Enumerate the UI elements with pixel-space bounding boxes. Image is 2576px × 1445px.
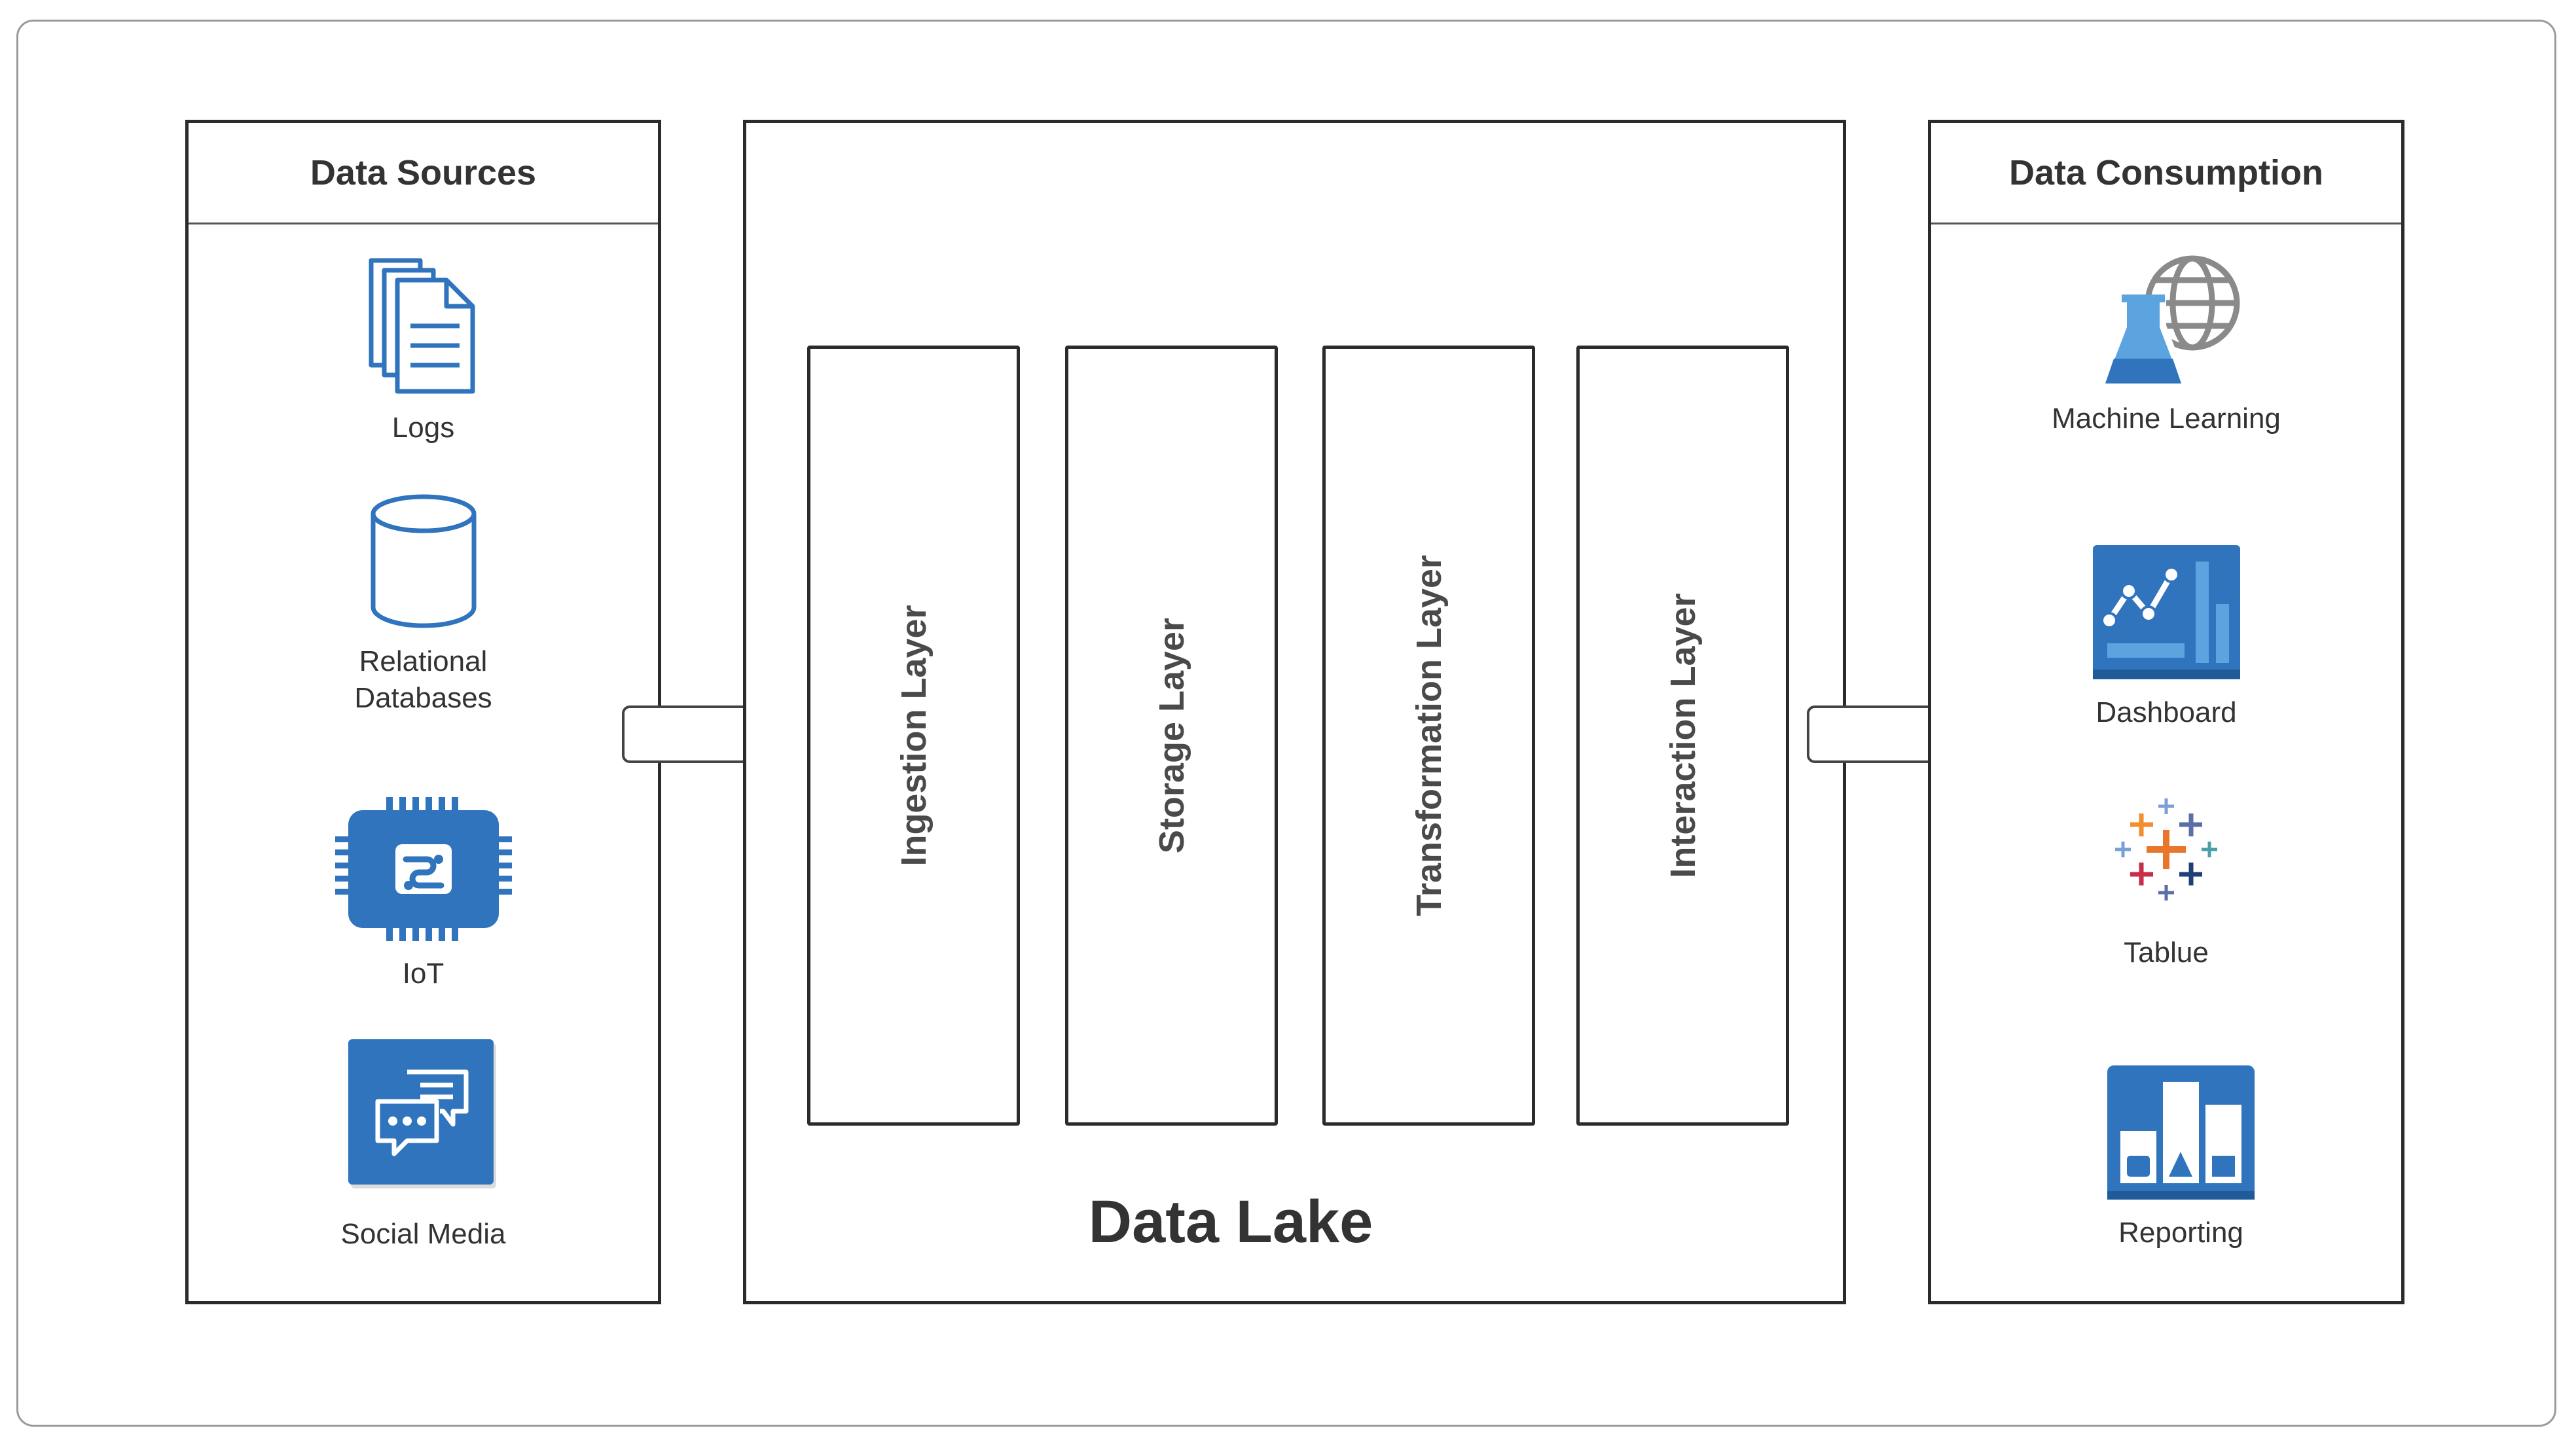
- ingestion-layer: Ingestion Layer: [807, 346, 1020, 1126]
- transformation-layer-label: Transformation Layer: [1409, 554, 1449, 917]
- data-sources-panel: Data Sources Logs Relational Datab: [185, 120, 661, 1304]
- relational-databases-label-line2: Databases: [354, 682, 492, 714]
- data-lake-title: Data Lake: [1088, 1188, 1373, 1255]
- dashboard-label: Dashboard: [2095, 696, 2237, 728]
- tableau-label: Tablue: [2124, 937, 2209, 969]
- data-consumption-panel: Data Consumption Machine Learning: [1928, 120, 2404, 1304]
- source-relational-databases: Relational Databases: [189, 493, 658, 717]
- interaction-layer: Interaction Layer: [1576, 346, 1789, 1126]
- consumer-dashboard: Dashboard: [1931, 545, 2401, 731]
- source-logs: Logs: [189, 254, 658, 446]
- database-icon: [371, 494, 476, 628]
- transformation-layer: Transformation Layer: [1322, 346, 1535, 1126]
- ingestion-layer-label: Ingestion Layer: [894, 605, 934, 866]
- data-consumption-title: Data Consumption: [1931, 123, 2401, 224]
- interaction-layer-label: Interaction Layer: [1663, 593, 1703, 878]
- consumer-tableau: Tablue: [1931, 797, 2401, 971]
- logs-label: Logs: [391, 412, 455, 444]
- dashboard-icon: [2092, 545, 2240, 679]
- reporting-label: Reporting: [2118, 1217, 2243, 1249]
- machine-learning-label: Machine Learning: [2052, 402, 2281, 435]
- logs-icon: [369, 258, 475, 394]
- consumer-reporting: Reporting: [1961, 1065, 2401, 1251]
- storage-layer: Storage Layer: [1065, 346, 1278, 1126]
- social-media-icon: [348, 1039, 496, 1188]
- social-media-label: Social Media: [340, 1218, 506, 1250]
- iot-chip-icon: [335, 797, 512, 941]
- data-lake-panel: Ingestion Layer Storage Layer Transforma…: [743, 120, 1846, 1304]
- iot-label: IoT: [402, 957, 444, 990]
- consumer-machine-learning: Machine Learning: [1931, 254, 2401, 437]
- data-sources-title: Data Sources: [189, 123, 658, 224]
- source-iot: IoT: [189, 797, 658, 992]
- source-social-media: Social Media: [189, 1039, 658, 1253]
- tableau-icon: [2115, 798, 2217, 901]
- storage-layer-label: Storage Layer: [1152, 617, 1191, 854]
- relational-databases-label-line1: Relational: [359, 645, 488, 677]
- machine-learning-icon: [2097, 255, 2240, 396]
- reporting-icon: [2107, 1065, 2255, 1200]
